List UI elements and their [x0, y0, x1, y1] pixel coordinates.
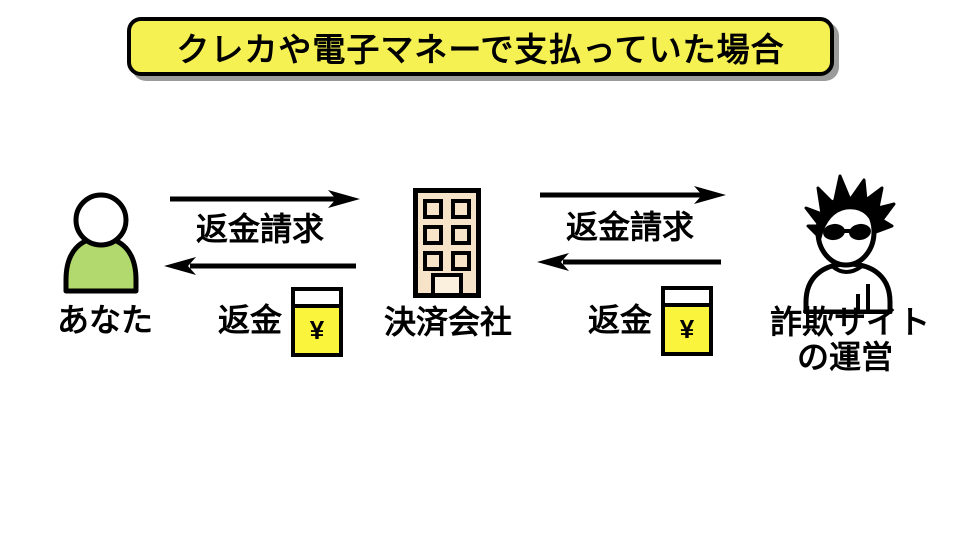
actor-label-you: あなた: [56, 302, 153, 338]
flow-label-right-refund: 返金: [587, 302, 652, 338]
building-icon: [413, 188, 481, 298]
person-icon: [63, 192, 139, 294]
money-icon-top: [295, 291, 339, 308]
title-banner: クレカや電子マネーで支払っていた場合: [127, 17, 834, 76]
page-title: クレカや電子マネーで支払っていた場合: [176, 30, 785, 68]
actor-label-payment-company: 決済会社: [383, 304, 512, 340]
money-icon-top: [665, 290, 709, 307]
money-icon: ¥: [661, 286, 713, 356]
scammer-icon: [803, 174, 896, 314]
arrow-left-icon: [537, 253, 721, 271]
actor-label-scam-operator-line2: の運営: [796, 339, 893, 376]
arrow-left-icon: [164, 257, 356, 275]
money-icon: ¥: [291, 287, 343, 357]
flow-label-left-request: 返金請求: [195, 211, 324, 247]
actor-label-scam-operator: 詐欺サイト の運営: [770, 304, 931, 376]
yen-symbol: ¥: [679, 314, 695, 344]
arrow-right-icon: [170, 190, 360, 208]
yen-symbol: ¥: [309, 315, 325, 345]
flow-label-left-refund: 返金: [217, 302, 282, 338]
arrow-right-icon: [540, 186, 726, 204]
actor-label-scam-operator-line1: 詐欺サイト: [770, 304, 931, 340]
flow-label-right-request: 返金請求: [565, 209, 694, 245]
